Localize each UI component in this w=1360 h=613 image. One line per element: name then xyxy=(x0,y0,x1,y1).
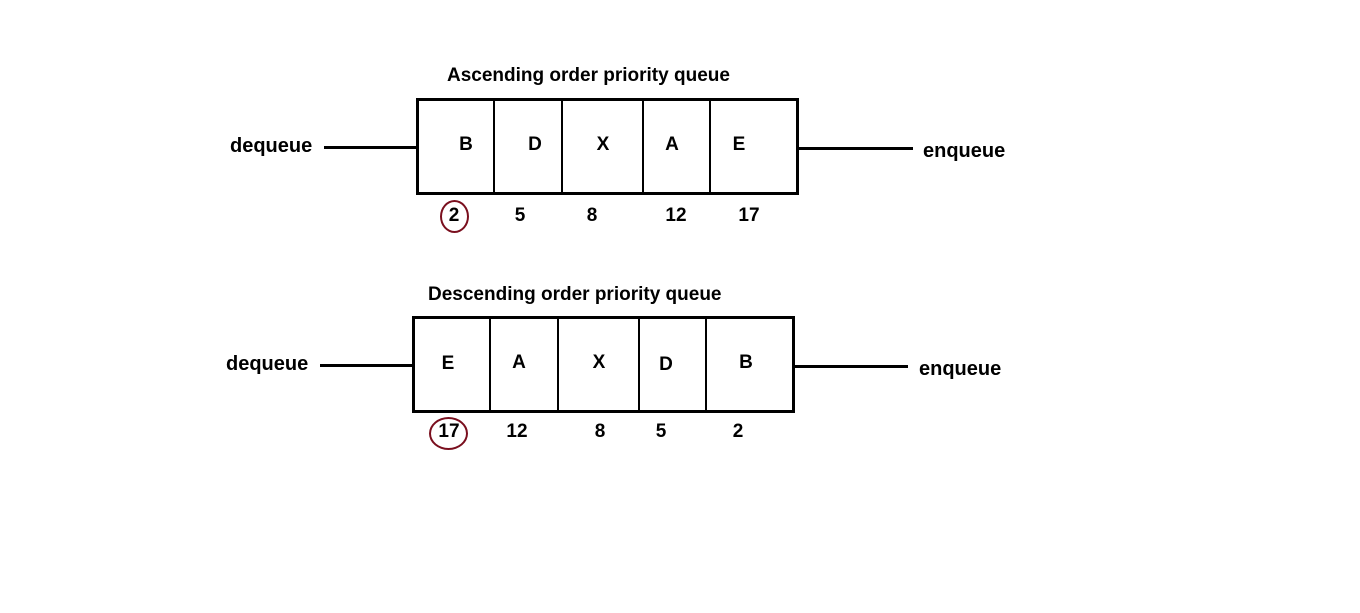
cell-divider xyxy=(705,319,707,410)
ascending-cell-5-letter: E xyxy=(732,134,746,155)
descending-priority-5: 2 xyxy=(732,421,744,442)
descending-priority-3: 8 xyxy=(594,421,606,442)
descending-dequeue-line xyxy=(320,364,415,367)
cell-divider xyxy=(561,101,563,192)
ascending-cell-2-letter: D xyxy=(528,134,542,155)
descending-cell-2-letter: A xyxy=(512,352,526,373)
cell-divider xyxy=(489,319,491,410)
cell-divider xyxy=(493,101,495,192)
cell-divider xyxy=(638,319,640,410)
descending-cell-5-letter: B xyxy=(739,352,753,373)
ascending-cell-4-letter: A xyxy=(665,134,679,155)
ascending-enqueue-line xyxy=(797,147,913,150)
descending-cell-1-letter: E xyxy=(441,353,455,374)
cell-divider xyxy=(709,101,711,192)
cell-divider xyxy=(642,101,644,192)
descending-queue-title: Descending order priority queue xyxy=(428,284,722,305)
ascending-queue-box xyxy=(416,98,799,195)
descending-dequeue-label: dequeue xyxy=(226,353,309,375)
ascending-cell-3-letter: X xyxy=(596,134,610,155)
ascending-cell-1-letter: B xyxy=(459,134,473,155)
descending-cell-3-letter: X xyxy=(592,352,606,373)
descending-enqueue-label: enqueue xyxy=(919,358,1002,380)
ascending-priority-1: 2 xyxy=(448,205,460,226)
descending-priority-2: 12 xyxy=(506,421,528,442)
ascending-priority-2: 5 xyxy=(514,205,526,226)
cell-divider xyxy=(557,319,559,410)
ascending-front-highlight-ring xyxy=(440,200,469,233)
ascending-queue-title: Ascending order priority queue xyxy=(447,65,730,86)
ascending-dequeue-line xyxy=(324,146,419,149)
descending-priority-4: 5 xyxy=(655,421,667,442)
ascending-priority-4: 12 xyxy=(665,205,687,226)
ascending-enqueue-label: enqueue xyxy=(923,140,1006,162)
descending-cell-4-letter: D xyxy=(659,354,673,375)
descending-enqueue-line xyxy=(793,365,908,368)
descending-priority-1: 17 xyxy=(438,421,460,442)
ascending-priority-5: 17 xyxy=(738,205,760,226)
ascending-priority-3: 8 xyxy=(586,205,598,226)
ascending-dequeue-label: dequeue xyxy=(230,135,313,157)
descending-queue-box xyxy=(412,316,795,413)
descending-front-highlight-ring xyxy=(429,417,468,450)
